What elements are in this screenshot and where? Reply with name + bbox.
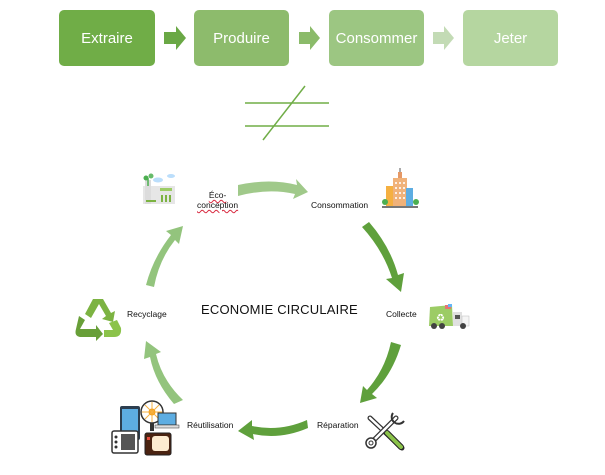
cycle-arrow-upper-left xyxy=(146,226,183,287)
cycle-arrow-lower-right xyxy=(360,342,401,403)
arrow-right-icon xyxy=(164,26,186,50)
diagram-title: ECONOMIE CIRCULAIRE xyxy=(201,302,358,317)
electronics-appliances-icon xyxy=(111,400,180,456)
eco-factory-icon xyxy=(143,173,175,204)
step-label: Consommer xyxy=(335,29,418,47)
stage-label-line: Éco- xyxy=(208,190,227,200)
step-consommer: Consommer xyxy=(329,10,424,66)
recycling-truck-icon: ♻ xyxy=(429,304,470,329)
stage-label-collecte: Collecte xyxy=(386,309,417,319)
cycle-arrow-upper-right xyxy=(362,222,404,292)
stage-label-recyclage: Recyclage xyxy=(127,309,167,319)
recycle-icon xyxy=(75,299,122,341)
cycle-arrow-top xyxy=(238,179,308,199)
wrench-screwdriver-icon xyxy=(365,412,405,451)
cycle-arrow-lower-left xyxy=(144,341,183,404)
city-buildings-icon xyxy=(382,168,419,208)
stage-label-reutilisation: Réutilisation xyxy=(187,420,234,430)
step-label: Jeter xyxy=(493,29,528,47)
step-label: Produire xyxy=(213,29,270,47)
stage-label-line: conception xyxy=(197,200,239,210)
arrow-right-icon xyxy=(433,26,454,50)
step-label: Extraire xyxy=(81,29,133,47)
arrow-right-icon xyxy=(299,26,320,50)
svg-text:♻: ♻ xyxy=(436,313,445,324)
stage-label-eco-conception: Éco- conception xyxy=(197,190,238,210)
stage-label-consommation: Consommation xyxy=(311,200,369,210)
step-produire: Produire xyxy=(194,10,289,66)
cycle-arrow-bottom xyxy=(238,420,308,440)
step-jeter: Jeter xyxy=(463,10,558,66)
not-equal-icon xyxy=(245,85,329,141)
step-extraire: Extraire xyxy=(59,10,155,66)
stage-label-reparation: Réparation xyxy=(317,420,359,430)
